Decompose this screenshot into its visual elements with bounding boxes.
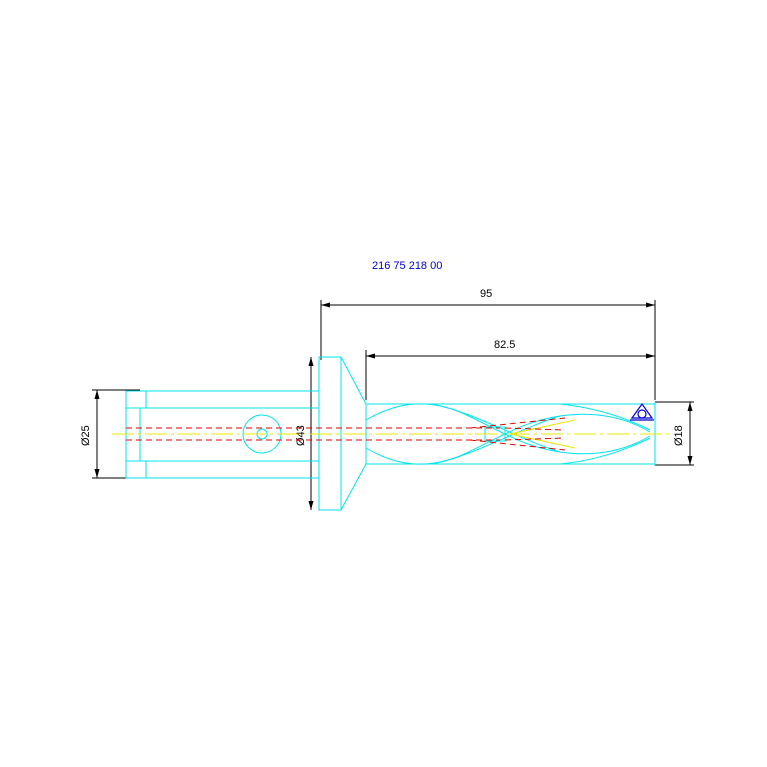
dim-body-length: 82.5: [494, 339, 515, 351]
dim-shank-diameter: Ø25: [80, 425, 92, 446]
dim-overall-length: 95: [480, 288, 492, 300]
part-number: 216 75 218 00: [372, 260, 442, 272]
dim-flange-diameter: Ø43: [295, 425, 307, 446]
dim-drill-diameter: Ø18: [673, 425, 685, 446]
dimension-arrows: [94, 302, 693, 510]
cutting-insert: [630, 402, 654, 421]
coolant-channels: [126, 417, 566, 451]
center-line: [112, 419, 670, 449]
